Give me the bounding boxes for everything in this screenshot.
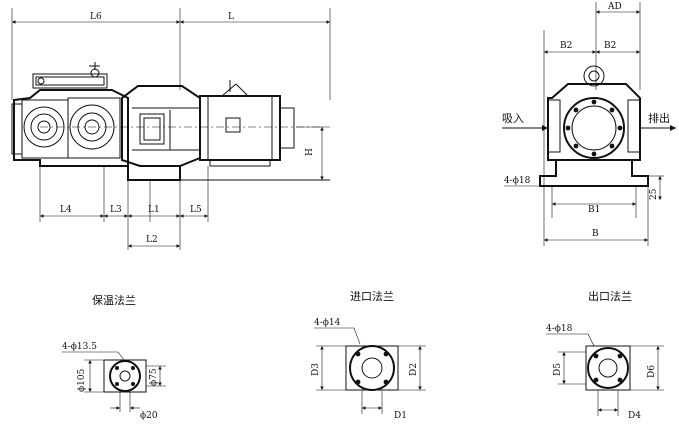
insulation-flange: 保温法兰 4-ϕ13.5 ϕ105 ϕ75 ϕ20 <box>62 293 166 421</box>
side-view: L6 L <box>11 8 331 250</box>
dim-L2: L2 <box>146 235 158 245</box>
dim-L6: L6 <box>90 12 102 22</box>
inlet-d1: D1 <box>394 411 407 421</box>
dim-B2-left: B2 <box>560 41 572 51</box>
dim-L5: L5 <box>190 205 202 215</box>
dim-L: L <box>228 12 234 22</box>
dim-B: B <box>592 229 599 239</box>
insulation-holes: 4-ϕ13.5 <box>62 342 97 352</box>
dim-L1: L1 <box>148 205 160 215</box>
front-view: AD B2 B2 吸入 排出 4-ϕ18 B1 <box>502 2 676 246</box>
outlet-d5: D5 <box>553 363 563 376</box>
inlet-flange: 进口法兰 4-ϕ14 D3 D2 D1 <box>311 289 426 421</box>
insulation-flange-title: 保温法兰 <box>92 293 136 307</box>
outlet-holes: 4-ϕ18 <box>546 324 573 334</box>
outlet-d6: D6 <box>647 365 657 378</box>
dim-B2-right: B2 <box>604 41 616 51</box>
dim-base-holes: 4-ϕ18 <box>504 176 531 186</box>
dim-L4: L4 <box>60 205 72 215</box>
outlet-flange: 出口法兰 4-ϕ18 D5 D6 D4 <box>546 289 664 421</box>
insulation-bolt-diameter: ϕ75 <box>149 368 159 386</box>
inlet-d3: D3 <box>311 363 321 376</box>
dim-B1: B1 <box>588 205 600 215</box>
inlet-label: 吸入 <box>502 112 524 125</box>
outlet-d4: D4 <box>628 411 641 421</box>
dim-H: H <box>305 148 315 156</box>
outlet-flange-title: 出口法兰 <box>588 289 632 303</box>
dim-AD: AD <box>607 2 622 12</box>
outlet-label: 排出 <box>648 111 670 125</box>
insulation-outer-diameter: ϕ105 <box>77 368 87 392</box>
insulation-bore-diameter: ϕ20 <box>140 411 158 421</box>
dim-L3: L3 <box>110 205 122 215</box>
dim-25: 25 <box>649 188 659 200</box>
inlet-flange-title: 进口法兰 <box>350 289 394 303</box>
inlet-d2: D2 <box>409 363 419 376</box>
inlet-holes: 4-ϕ14 <box>314 318 341 328</box>
